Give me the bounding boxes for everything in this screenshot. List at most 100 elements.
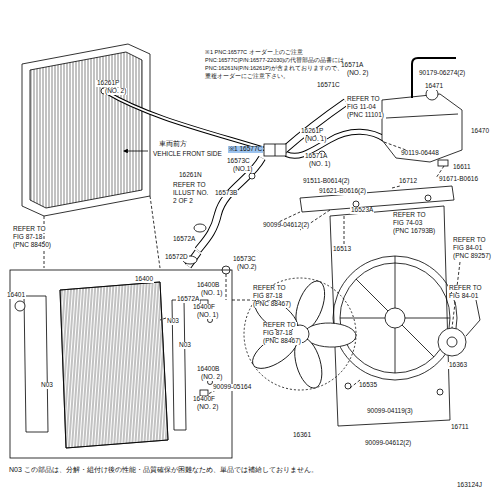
callout-number: (PNC 88467) — [262, 338, 302, 345]
note-text: PNC:16577C(P/N:16577-22030)の代替部品の品番には — [204, 58, 345, 64]
note-text: ※1 PNC:16577C オーダー上のご注意 — [204, 50, 304, 56]
reservoir-tank — [386, 114, 458, 118]
assembly-frame — [10, 270, 232, 458]
callout-number: 16513 — [332, 246, 352, 253]
fan-shroud — [330, 206, 457, 426]
callout-number: REFER TO — [252, 285, 287, 292]
callout-number: FIG 84-01 — [452, 245, 483, 252]
callout-number: 90099-04612(2) — [364, 440, 412, 447]
callout-number: 16572A — [176, 296, 200, 303]
fan-motor — [447, 337, 457, 347]
parts-illustration — [425, 195, 431, 201]
callout-number: 16535 — [358, 382, 378, 389]
note-text: PNC:16261N(P/N:16261P)が含まれておりますので、 — [204, 66, 344, 72]
reservoir-tank — [412, 58, 456, 98]
fan-shroud — [330, 206, 450, 426]
callout-number: 16572D — [164, 254, 189, 261]
callout-number: FIG 74-03 — [392, 220, 423, 227]
radiator — [60, 282, 168, 448]
condenser — [22, 44, 150, 216]
fan-shroud — [333, 256, 457, 380]
callout-number: 16711 — [450, 424, 470, 431]
callout-number: N03 — [178, 342, 192, 349]
direction-arrow — [124, 151, 148, 152]
callout-number: 16400F — [192, 304, 216, 311]
callout-number: 90119-06448 — [400, 150, 440, 157]
callout-number: REFER TO — [172, 182, 207, 189]
callout-number: REFER TO — [392, 212, 427, 219]
callout-number: 16400F — [192, 396, 216, 403]
fan-shroud — [395, 256, 396, 308]
callout-number: 91671-B0616 — [438, 176, 479, 183]
callout-number: (NO. 2) — [196, 404, 219, 411]
callout-number: 16361 — [292, 432, 312, 439]
callout-number: (NO.2) — [236, 264, 258, 271]
callout-number: (NO. 1) — [308, 161, 331, 168]
callout-number: N03 — [166, 318, 180, 325]
callout-number: (PNC 89257) — [452, 253, 492, 260]
leader-line — [150, 196, 160, 268]
leader-line — [392, 186, 400, 188]
reservoir-tank — [382, 94, 462, 162]
callout-number: REFER TO — [452, 237, 487, 244]
radiator — [15, 301, 25, 311]
callout-number: 16363 — [448, 362, 468, 369]
hose — [286, 132, 386, 156]
callout-number: 16471 — [424, 83, 444, 90]
fitting — [275, 144, 276, 156]
fan-shroud — [395, 328, 396, 373]
reservoir-tank — [438, 160, 448, 166]
callout-number: (NO. 2) — [346, 70, 369, 77]
callout-number: 90099-04119(3) — [366, 408, 414, 415]
callout-number: 91511-B0614(2) — [302, 178, 351, 185]
callout-number: VEHICLE FRONT SIDE — [152, 151, 223, 158]
fan-motor — [438, 300, 480, 356]
callout-number: (NO. 1) — [196, 312, 219, 319]
pipe — [106, 92, 268, 150]
callout-number: FIG 11-04 — [346, 104, 377, 111]
cooling-fan — [244, 277, 356, 391]
fitting — [249, 173, 255, 179]
callout-number: (NO. 1) — [200, 290, 223, 297]
fan-motor — [466, 300, 480, 336]
note-text: N03 この部品は、分解・組付け後の性能・品質確保が困難なため、単品では補給して… — [8, 466, 319, 473]
fan-shroud — [340, 318, 385, 319]
callout-number: 16261P — [300, 128, 324, 135]
callout-number: ※1 16577C — [228, 146, 263, 153]
callout-number: 16571C — [316, 82, 341, 89]
leader-line — [344, 216, 345, 246]
fan-shroud — [405, 318, 450, 319]
callout-number: REFER TO — [448, 285, 483, 292]
leader-line — [384, 142, 406, 150]
callout-number: 16611 — [452, 164, 472, 171]
fan-shroud — [437, 389, 443, 395]
callout-number: FIG 87-18 — [12, 234, 43, 241]
fan-shroud — [402, 325, 434, 357]
parts-illustration — [10, 44, 480, 458]
callout-number: 16571A — [340, 62, 364, 69]
callout-number: (PNC 88450) — [12, 242, 52, 249]
callout-number: 16572A — [172, 236, 196, 243]
callout-number: 16571A — [304, 153, 328, 160]
callout-number: 16400B — [196, 366, 220, 373]
hose — [198, 158, 262, 250]
callout-number: 90099-04612(2) — [262, 222, 310, 229]
condenser — [30, 52, 142, 208]
callout-number: N03 — [40, 382, 54, 389]
callout-number: FIG 87-18 — [262, 330, 293, 337]
hose — [286, 132, 386, 156]
callout-number: REFER TO — [262, 322, 297, 329]
callout-number: 2 OF 2 — [172, 198, 194, 205]
radiator — [24, 296, 48, 432]
callout-number: 16400 — [134, 276, 154, 283]
callout-number: 16573C — [232, 256, 257, 263]
callout-number: 16712 — [398, 178, 418, 185]
callout-number: 16573C — [226, 158, 251, 165]
callout-number: 16401 — [6, 292, 26, 299]
callout-number: (PNC 16793B) — [392, 228, 436, 235]
hose — [284, 102, 346, 150]
radiator — [15, 282, 213, 448]
callout-number: 90179-06274(2) — [418, 70, 466, 77]
pipe — [106, 92, 268, 150]
leader-line — [44, 142, 460, 394]
